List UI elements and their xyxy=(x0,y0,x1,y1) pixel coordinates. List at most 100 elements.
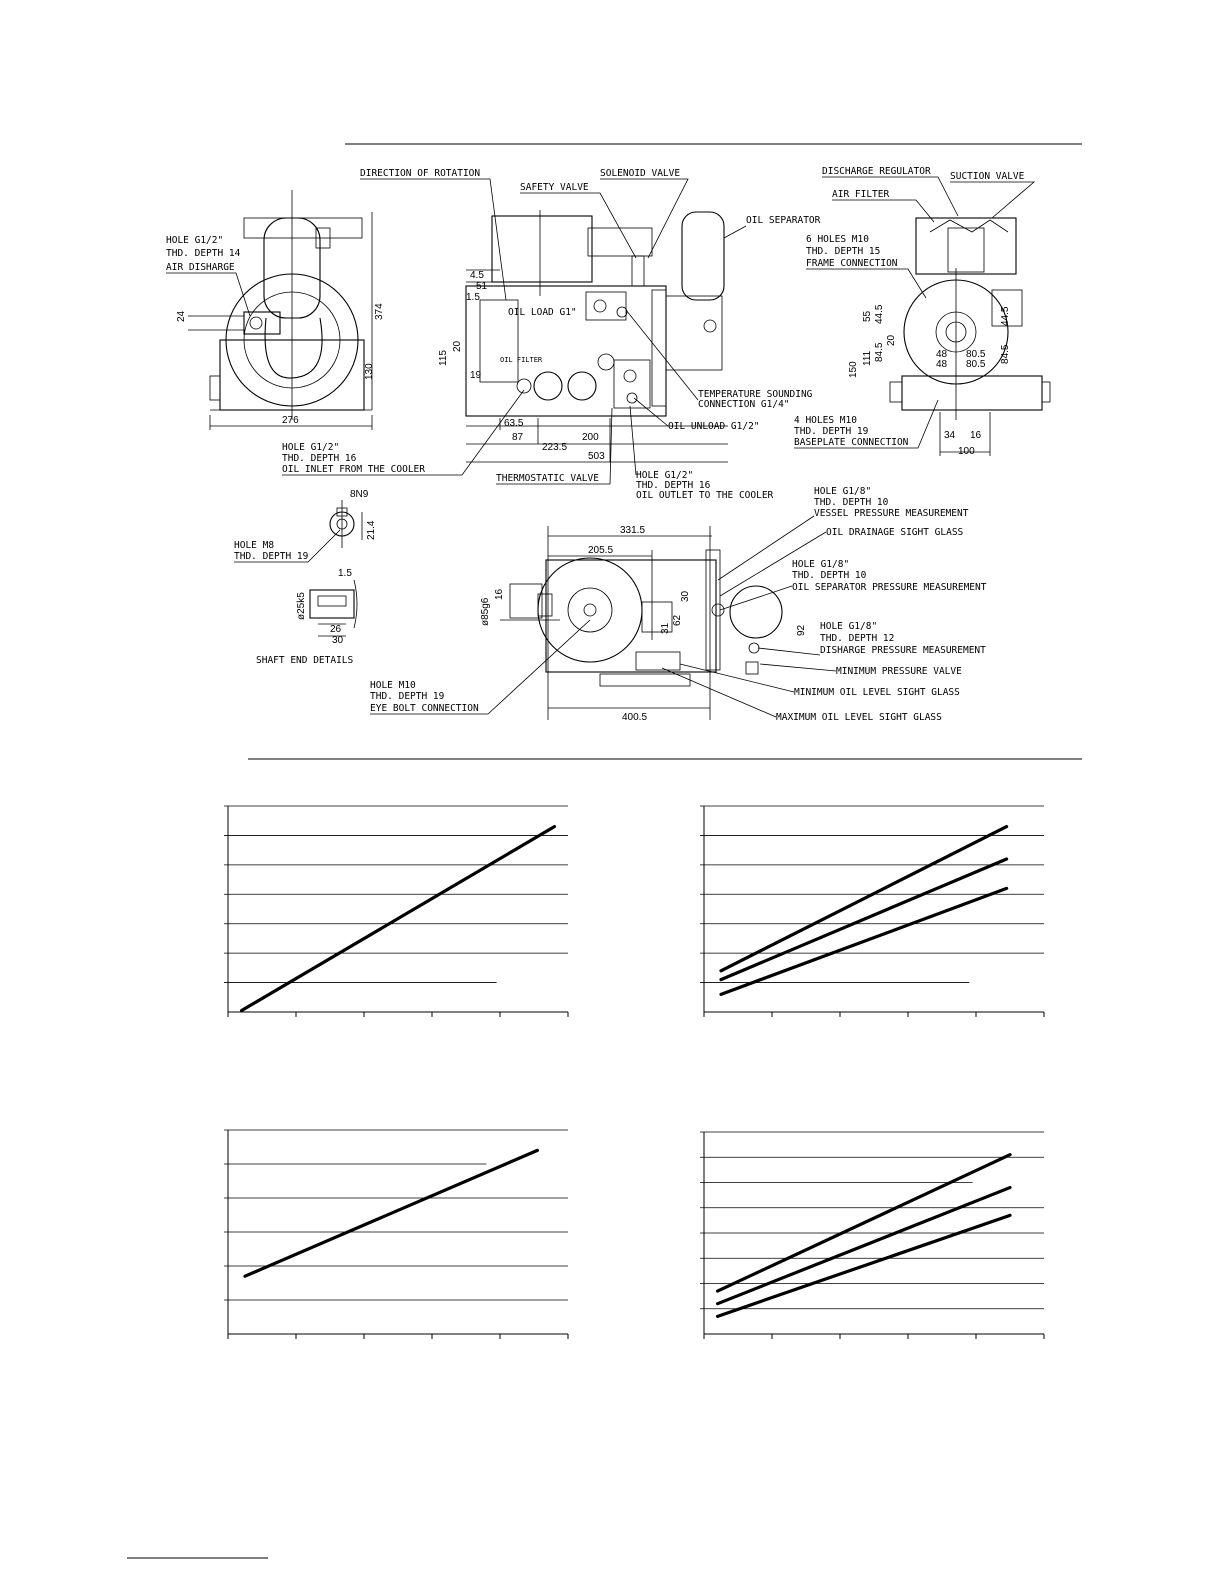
dim-150: 150 xyxy=(848,361,859,378)
callout-oil-outlet-1: HOLE G1/2" xyxy=(636,470,693,481)
series-line-1 xyxy=(719,824,1009,973)
callout-vessel-1: HOLE G1/8" xyxy=(814,486,871,497)
dim-16: 16 xyxy=(970,430,982,441)
dim-87: 87 xyxy=(512,432,524,443)
caption-shaft-end-details: SHAFT END DETAILS xyxy=(256,655,354,666)
series-line-2 xyxy=(719,857,1009,982)
key-detail xyxy=(329,500,363,548)
series-line-3 xyxy=(719,886,1009,996)
callout-air-filter: AIR FILTER xyxy=(832,189,889,200)
dim-20: 20 xyxy=(452,340,463,352)
dim-111: 111 xyxy=(862,350,873,366)
dim-331-5: 331.5 xyxy=(620,525,645,536)
callout-eye-bolt-2: THD. DEPTH 19 xyxy=(370,691,445,702)
front-view-center xyxy=(465,210,728,463)
callout-oil-outlet-2: THD. DEPTH 16 xyxy=(636,480,711,491)
dim-92: 92 xyxy=(796,624,807,636)
callout-baseplate-3: BASEPLATE CONNECTION xyxy=(794,437,909,448)
dim-62: 62 xyxy=(672,614,683,626)
dim-80-5-b: 80.5 xyxy=(966,359,986,370)
callout-frame-conn-1: 6 HOLES M10 xyxy=(806,234,869,245)
callout-solenoid-valve: SOLENOID VALVE xyxy=(600,168,680,179)
callout-eye-bolt-3: EYE BOLT CONNECTION xyxy=(370,703,479,714)
dim-20-b: 20 xyxy=(886,334,897,346)
callout-sep-press-1: HOLE G1/8" xyxy=(792,559,849,570)
callout-safety-valve: SAFETY VALVE xyxy=(520,182,589,193)
dim-19: 19 xyxy=(470,370,482,381)
callout-hole-m8-1: HOLE M8 xyxy=(234,540,274,551)
callout-air-discharge-1: HOLE G1/2" xyxy=(166,235,223,246)
chart-1 xyxy=(224,805,569,1017)
dim-48-b: 48 xyxy=(936,359,948,370)
dim-84-5-b: 84.5 xyxy=(1000,344,1011,364)
callout-oil-inlet-3: OIL INLET FROM THE COOLER xyxy=(282,464,425,475)
side-view-left xyxy=(188,190,373,430)
dim-24: 24 xyxy=(176,310,187,322)
dim-63-5: 63.5 xyxy=(504,418,524,429)
dim-130: 130 xyxy=(364,363,375,380)
callout-oil-drainage-sight-glass: OIL DRAINAGE SIGHT GLASS xyxy=(826,527,964,538)
dim-25k5: ø25k5 xyxy=(296,592,307,620)
dim-374: 374 xyxy=(374,303,385,320)
dim-200: 200 xyxy=(582,432,599,443)
callout-eye-bolt-1: HOLE M10 xyxy=(370,680,416,691)
dim-115: 115 xyxy=(438,350,449,366)
callout-dis-press-3: DISHARGE PRESSURE MEASUREMENT xyxy=(820,645,986,656)
callout-direction-of-rotation: DIRECTION OF ROTATION xyxy=(360,168,480,179)
series-line-1 xyxy=(715,1153,1012,1293)
callout-air-discharge-3: AIR DISHARGE xyxy=(166,262,235,273)
dim-100: 100 xyxy=(958,446,975,457)
callout-frame-conn-2: THD. DEPTH 15 xyxy=(806,246,880,257)
dim-223-5: 223.5 xyxy=(542,442,567,453)
series-line-3 xyxy=(715,1213,1012,1318)
callout-oil-load: OIL LOAD G1" xyxy=(508,307,577,318)
side-view-right xyxy=(889,217,1051,456)
dim-85g6: ø85g6 xyxy=(480,597,491,626)
callout-air-discharge-2: THD. DEPTH 14 xyxy=(166,248,241,259)
callout-min-pressure-valve: MINIMUM PRESSURE VALVE xyxy=(836,666,962,677)
callout-dis-press-2: THD. DEPTH 12 xyxy=(820,633,894,644)
dim-4-5: 4.5 xyxy=(470,270,484,281)
callout-oil-separator: OIL SEPARATOR xyxy=(746,215,821,226)
dim-400-5: 400.5 xyxy=(622,712,647,723)
callout-sep-press-3: OIL SEPARATOR PRESSURE MEASUREMENT xyxy=(792,582,987,593)
series-line-1 xyxy=(243,1148,540,1278)
callout-dis-press-1: HOLE G1/8" xyxy=(820,621,877,632)
callout-baseplate-1: 4 HOLES M10 xyxy=(794,415,857,426)
callout-frame-conn-3: FRAME CONNECTION xyxy=(806,258,898,269)
dim-16-b: 16 xyxy=(494,588,505,600)
callout-discharge-regulator: DISCHARGE REGULATOR xyxy=(822,166,931,177)
callout-temp-sounding-2: CONNECTION G1/4" xyxy=(698,399,790,410)
dim-34: 34 xyxy=(944,430,956,441)
callout-oil-filter: OIL FILTER xyxy=(500,356,543,364)
dim-55: 55 xyxy=(862,310,873,322)
dim-1-5-b: 1.5 xyxy=(338,568,352,579)
dim-1-5: 1.5 xyxy=(466,292,480,303)
callout-max-oil-sight-glass: MAXIMUM OIL LEVEL SIGHT GLASS xyxy=(776,712,942,723)
dim-503: 503 xyxy=(588,451,605,462)
callout-thermostatic-valve: THERMOSTATIC VALVE xyxy=(496,473,599,484)
callout-oil-unload: OIL UNLOAD G1/2" xyxy=(668,421,760,432)
dim-31: 31 xyxy=(660,622,671,634)
callout-sep-press-2: THD. DEPTH 10 xyxy=(792,570,867,581)
callout-oil-outlet-3: OIL OUTLET TO THE COOLER xyxy=(636,490,774,501)
dim-80-5-a: 80.5 xyxy=(966,349,986,360)
callout-vessel-2: THD. DEPTH 10 xyxy=(814,497,889,508)
plan-view xyxy=(500,526,783,720)
dim-276: 276 xyxy=(282,415,299,426)
dim-30-b: 30 xyxy=(680,590,691,602)
dim-8n9: 8N9 xyxy=(350,489,369,500)
chart-4 xyxy=(700,1131,1045,1339)
dim-44-5-a: 44.5 xyxy=(874,304,885,324)
dim-30: 30 xyxy=(332,635,344,646)
callout-oil-inlet-1: HOLE G1/2" xyxy=(282,442,339,453)
dim-205-5: 205.5 xyxy=(588,545,613,556)
dim-44-5-b: 44.5 xyxy=(1000,306,1011,326)
callout-vessel-3: VESSEL PRESSURE MEASUREMENT xyxy=(814,508,969,519)
callout-temp-sounding-1: TEMPERATURE SOUNDING xyxy=(698,389,813,400)
callout-baseplate-2: THD. DEPTH 19 xyxy=(794,426,869,437)
chart-2 xyxy=(700,805,1045,1017)
callout-min-oil-sight-glass: MINIMUM OIL LEVEL SIGHT GLASS xyxy=(794,687,960,698)
dim-84-5-a: 84.5 xyxy=(874,342,885,362)
